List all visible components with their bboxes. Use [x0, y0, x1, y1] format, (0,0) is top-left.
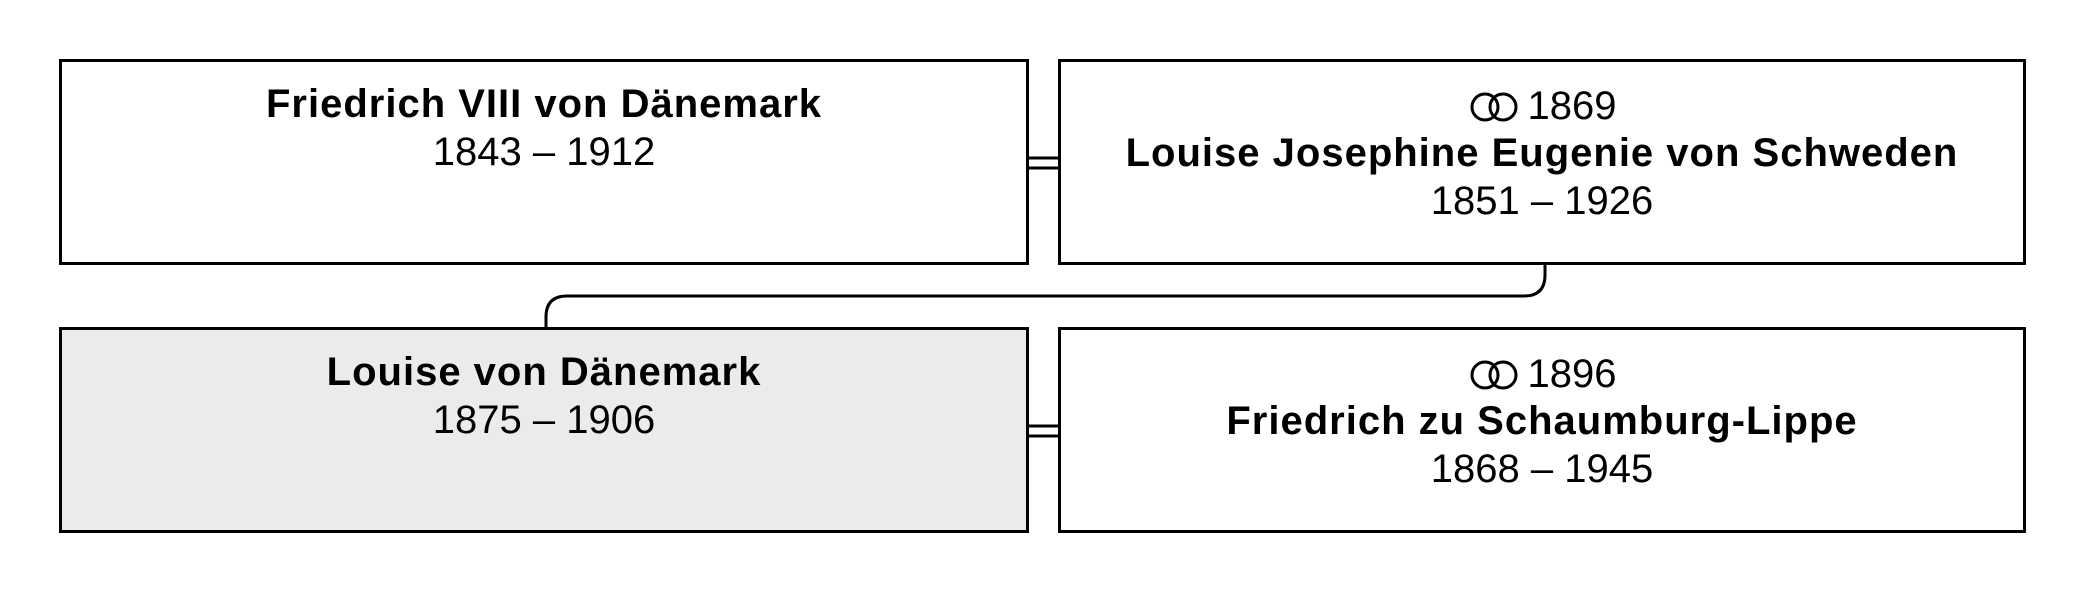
- person-box-mother[interactable]: 1869 Louise Josephine Eugenie von Schwed…: [1058, 59, 2026, 265]
- person-name: Louise von Dänemark: [326, 350, 762, 394]
- person-box-subject[interactable]: Louise von Dänemark 1875 – 1906: [59, 327, 1029, 533]
- marriage-info: 1896: [1061, 351, 2023, 397]
- marriage-year: 1896: [1527, 352, 1617, 396]
- person-dates: 1851 – 1926: [1430, 179, 1654, 223]
- person-dates: 1843 – 1912: [432, 130, 656, 174]
- person-box-father[interactable]: Friedrich VIII von Dänemark 1843 – 1912: [59, 59, 1029, 265]
- person-dates: 1875 – 1906: [432, 398, 656, 442]
- marriage-info: 1869: [1061, 83, 2023, 129]
- wedding-rings-icon: [1470, 360, 1517, 390]
- person-name: Friedrich VIII von Dänemark: [265, 82, 823, 126]
- person-dates: 1868 – 1945: [1430, 447, 1654, 491]
- marriage-year: 1869: [1527, 84, 1617, 128]
- person-name: Louise Josephine Eugenie von Schweden: [1125, 131, 1959, 175]
- person-name: Friedrich zu Schaumburg-Lippe: [1226, 399, 1858, 443]
- wedding-rings-icon: [1470, 92, 1517, 122]
- person-box-spouse[interactable]: 1896 Friedrich zu Schaumburg-Lippe 1868 …: [1058, 327, 2026, 533]
- descent-line: [544, 265, 1547, 327]
